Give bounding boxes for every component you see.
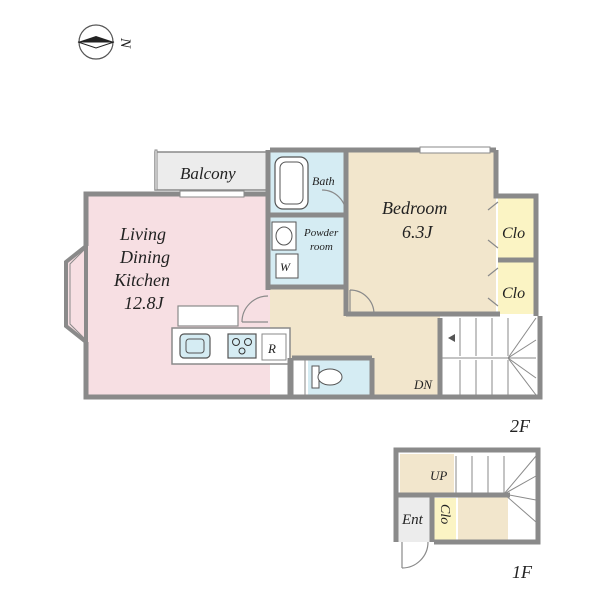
door-closet-a xyxy=(487,201,499,249)
door-ldk xyxy=(241,295,269,323)
entrance-door xyxy=(401,541,429,569)
ldk-label-line2: Dining xyxy=(119,247,170,267)
floor-label-2f: 2F xyxy=(510,416,531,436)
windows-2f xyxy=(154,146,491,198)
toilet-counter xyxy=(292,359,306,397)
ldk-room xyxy=(86,194,270,397)
compass-arrow-tail xyxy=(77,41,115,49)
stair-treads-1f xyxy=(455,455,537,523)
doors-2f xyxy=(241,189,499,323)
ldk-size-label: 12.8J xyxy=(124,293,165,313)
walls-1f xyxy=(393,447,541,545)
upstairs-landing xyxy=(400,454,454,494)
door-closet-b xyxy=(487,267,499,307)
hall-1f xyxy=(458,494,508,540)
closet-lower-label: Clo xyxy=(502,285,525,302)
bay-window xyxy=(64,241,88,347)
stair-treads-2f xyxy=(442,317,537,396)
washbasin-icon xyxy=(275,226,293,246)
powder-room-label-line2: room xyxy=(310,241,333,253)
burner-icon xyxy=(244,338,252,346)
burner-icon xyxy=(232,338,240,346)
refrigerator-label: R xyxy=(267,341,276,356)
door-bath xyxy=(321,189,347,215)
bedroom-room xyxy=(346,152,496,314)
floor-label-1f: 1F xyxy=(512,562,533,582)
refrigerator-space xyxy=(261,333,287,361)
entrance-area xyxy=(398,496,432,542)
washer-label: W xyxy=(280,260,291,274)
closet-upper xyxy=(498,198,534,258)
kitchen-counter-top xyxy=(177,305,239,327)
closet-1f-label: Clo xyxy=(437,504,452,524)
closet-upper-label: Clo xyxy=(502,225,525,242)
stairs-arrow-icon xyxy=(448,334,455,342)
compass: N xyxy=(77,24,133,60)
sink-icon xyxy=(179,333,211,359)
sink-basin xyxy=(185,338,205,354)
bathtub-inner xyxy=(279,161,304,205)
door-bedroom xyxy=(349,289,375,315)
balcony-label: Balcony xyxy=(180,164,236,183)
ldk-label-line1: Living xyxy=(119,224,166,244)
balcony-area xyxy=(154,151,269,191)
toilet-icon xyxy=(317,368,343,386)
compass-arrow-icon xyxy=(78,36,114,42)
entrance-label: Ent xyxy=(401,512,424,528)
powder-room-label-line1: Powder xyxy=(303,227,339,239)
stairs-down-label: DN xyxy=(413,377,433,392)
bay-window-inner xyxy=(69,249,85,339)
closet-1f xyxy=(434,498,456,540)
bathtub-icon xyxy=(274,156,309,210)
bath-label: Bath xyxy=(312,174,335,188)
compass-north-label: N xyxy=(117,37,133,49)
bedroom-label: Bedroom xyxy=(382,198,447,218)
closet-lower xyxy=(498,262,534,314)
ldk-label-line3: Kitchen xyxy=(113,270,170,290)
bedroom-size-label: 6.3J xyxy=(402,222,434,242)
burner-icon xyxy=(238,347,246,355)
washer-space xyxy=(275,253,299,279)
walls-2f xyxy=(83,147,543,400)
stairs-up-label: UP xyxy=(430,468,447,483)
stairs-2f xyxy=(442,316,538,397)
